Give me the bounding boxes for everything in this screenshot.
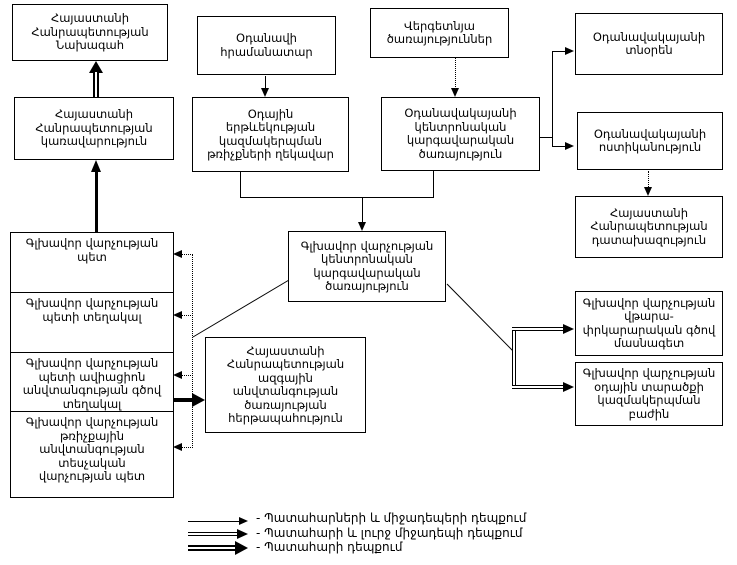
arrowhead-commander-to-atc [261, 88, 269, 97]
box-prosecutor: Հայաստանի Հանրապետության դատախազություն [575, 196, 723, 258]
connector-dotted-vertical-left [192, 254, 193, 448]
connector-atc-down [240, 172, 241, 198]
arrowhead-to-airport-police [565, 142, 574, 150]
box-president: Հայաստանի Հանրապետության Նախագահ [12, 4, 168, 61]
arrowhead-to-rescue-specialist [563, 324, 574, 334]
arrow-commander-to-atc [265, 76, 266, 89]
arrowhead-to-gd-deputy [173, 311, 182, 319]
connector-to-airport-police [552, 146, 567, 147]
connector-right-vertical [552, 51, 553, 147]
box-gd-aviation-security-deputy: Գլխավոր վարչության պետի ավիացիոն անվտանգ… [10, 352, 174, 412]
legend-label-thin: - Պատահարների և միջադեպերի դեպքում [256, 511, 527, 525]
box-ground-services: Վերգետնյա ծառայություններ [370, 8, 509, 58]
arrow-to-rescue-specialist [512, 327, 565, 331]
box-government: Հայաստանի Հանրապետության կառավարություն [14, 97, 174, 160]
legend-arrowhead-thin [239, 517, 248, 525]
arrow-to-airspace-department [512, 385, 565, 389]
box-gd-airspace-department: Գլխավոր վարչության օդային տարածքի կազմակ… [575, 362, 723, 426]
box-gd-flight-safety-inspection-head: Գլխավոր վարչության թռիչքային անվտանգությ… [10, 411, 174, 498]
diagonal-gd-dispatch-to-right-bracket [446, 283, 514, 352]
box-gd-rescue-specialist: Գլխավոր վարչության վթարա- փրկարարական գծ… [575, 291, 723, 356]
arrowhead-gd-head-to-government [91, 160, 101, 172]
connector-to-gd-head [182, 254, 193, 255]
arrowhead-to-gd-aviation-security-deputy [173, 371, 182, 379]
legend-arrowhead-medium [237, 529, 248, 539]
arrowhead-to-gd-head [173, 250, 182, 258]
diagonal-gd-dispatch-to-left-column [192, 279, 290, 338]
arrow-government-to-president [93, 72, 99, 97]
box-airport-central-dispatch: Օդանավակայանի կենտրոնական կարգավարական ծ… [381, 97, 540, 171]
box-atc-flight-director: Օդային երթևեկության կազմակերպման թռիչքնե… [192, 97, 349, 172]
legend-arrow-medium [188, 532, 238, 536]
legend-arrow-thin [188, 521, 240, 522]
box-gd-head: Գլխավոր վարչության պետ [10, 232, 174, 293]
connector-to-gd-aviation-security-deputy [182, 375, 193, 376]
connector-to-gd-flight-safety-head [182, 447, 193, 448]
arrow-police-to-prosecutor [648, 171, 649, 187]
arrow-aviation-deputy-to-nss [174, 398, 194, 402]
legend-arrow-thick [188, 545, 236, 551]
arrowhead-aviation-deputy-to-nss [192, 393, 205, 407]
arrowhead-to-airspace-department [563, 382, 574, 392]
connector-merge-horizontal [240, 197, 434, 198]
arrowhead-government-to-president [89, 61, 103, 73]
box-nss-duty: Հայաստանի Հանրապետության ազգային անվտանգ… [205, 337, 366, 433]
connector-to-airport-director [552, 51, 567, 52]
connector-airport-dispatch-right [540, 137, 553, 138]
arrow-ground-services-to-airport-dispatch [455, 58, 456, 89]
box-airport-director: Օդանավակայանի տնօրեն [575, 13, 723, 75]
arrowhead-to-gd-flight-safety-head [173, 443, 182, 451]
box-airport-police: Օդանավակայանի ոստիկանություն [577, 112, 723, 170]
connector-airport-dispatch-down [433, 171, 434, 198]
legend-arrowhead-thick [235, 541, 248, 555]
arrow-gd-head-to-government [95, 171, 98, 232]
legend-label-medium: - Պատահարի և լուրջ միջադեպի դեպքում [256, 526, 523, 540]
connector-to-gd-deputy [182, 315, 193, 316]
box-gd-central-dispatch: Գլխավոր վարչության կենտրոնական կարգավարա… [288, 231, 446, 302]
connector-right-bracket [512, 327, 516, 389]
arrowhead-to-airport-director [565, 47, 574, 55]
arrowhead-merge-to-gd-dispatch [358, 222, 366, 231]
legend-label-thick: - Պատահարի դեպքում [256, 540, 403, 554]
arrowhead-ground-services-to-airport-dispatch [451, 88, 459, 97]
arrowhead-police-to-prosecutor [644, 187, 652, 196]
box-gd-deputy-head: Գլխավոր վարչության պետի տեղակալ [10, 292, 174, 353]
arrow-merge-to-gd-dispatch [362, 198, 363, 224]
box-aircraft-commander: Օդանավի հրամանատար [197, 16, 336, 75]
